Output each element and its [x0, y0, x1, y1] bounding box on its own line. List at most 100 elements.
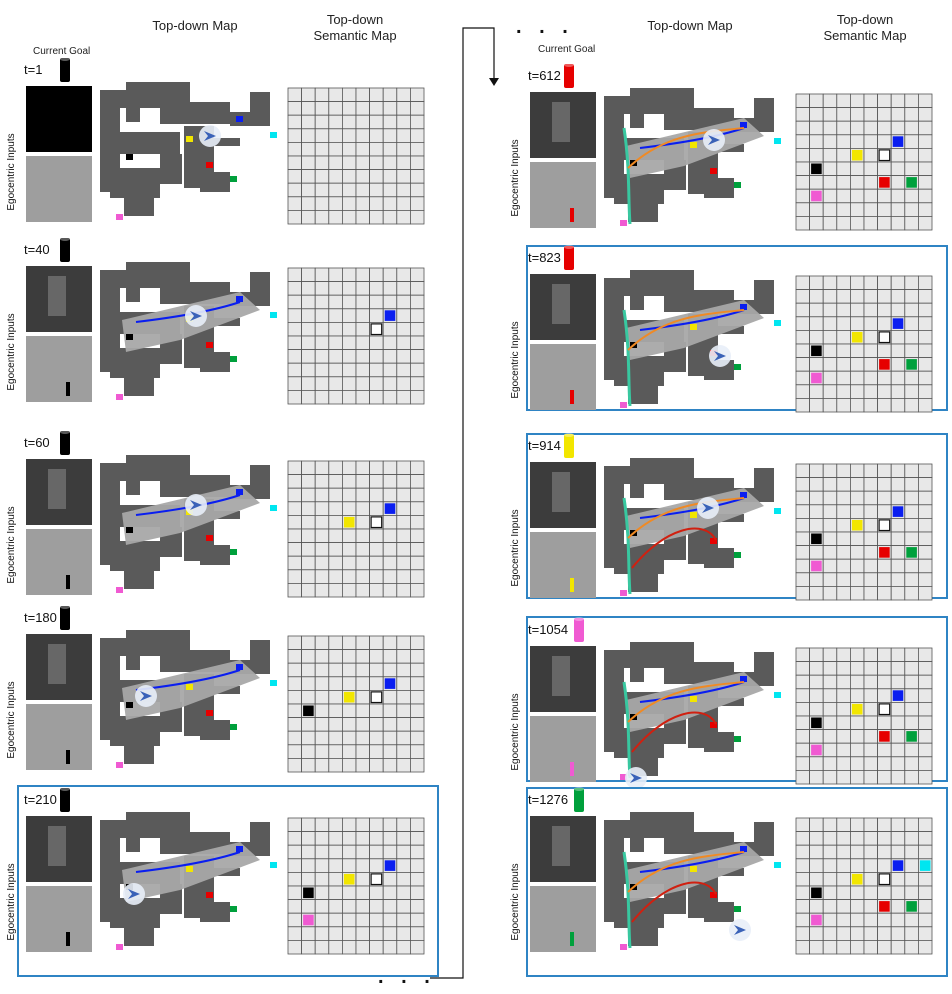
grid-cell: [382, 87, 398, 103]
map-wall-5: [120, 132, 180, 154]
map-wall-8: [754, 822, 774, 844]
grid-cell: [836, 688, 851, 703]
grid-cell: [314, 583, 330, 598]
grid-cell: [822, 702, 838, 717]
grid-cell: [369, 349, 384, 364]
grid-cell: [890, 756, 906, 771]
grid-cell: [382, 872, 398, 887]
map-wall-2: [630, 270, 644, 310]
grid-cell: [301, 872, 316, 887]
grid-cell: [918, 572, 933, 587]
grid-cell: [409, 717, 425, 732]
grid-cell: [301, 758, 316, 773]
grid-cell: [809, 397, 824, 413]
map-wall-14: [124, 928, 154, 946]
grid-cell: [287, 349, 303, 364]
map-wall-3: [644, 458, 694, 470]
depth-image-feature: [552, 656, 570, 696]
map-wall-16: [644, 458, 654, 472]
grid-cell-blue: [384, 503, 396, 514]
depth-image-feature: [552, 826, 570, 866]
depth-image-feature: [48, 826, 66, 866]
grid-cell: [287, 858, 303, 873]
grid-cell-green: [906, 901, 917, 912]
grid-cell: [396, 376, 411, 391]
grid-cell: [355, 128, 371, 143]
grid-cell: [328, 267, 343, 283]
grid-cell: [795, 831, 811, 846]
grid-cell: [850, 831, 865, 846]
grid-cell: [409, 758, 425, 773]
grid-cell: [341, 555, 357, 571]
grid-cell: [809, 702, 824, 717]
grid-cell: [382, 730, 398, 746]
grid-cell: [382, 912, 398, 928]
grid-cell: [863, 357, 879, 372]
grid-cell: [328, 703, 343, 719]
grid-cell-blue: [384, 678, 396, 689]
grid-cell: [287, 128, 303, 143]
grid-cell: [355, 101, 371, 116]
grid-cell: [301, 528, 316, 544]
grid-cell-pink: [811, 914, 822, 926]
map-wall-13: [200, 352, 230, 372]
grid-cell: [863, 490, 879, 506]
grid-cell: [918, 715, 933, 731]
grid-cell: [809, 729, 824, 744]
map-wall-14: [124, 571, 154, 589]
map-trajectory-orange: [627, 851, 745, 893]
grid-cell: [328, 196, 343, 211]
grid-cell: [355, 155, 371, 171]
grid-cell: [382, 294, 398, 310]
grid-cell: [836, 161, 851, 177]
grid-cell: [877, 397, 892, 413]
grid-cell: [795, 531, 811, 547]
grid-cell: [890, 463, 906, 479]
grid-cell: [409, 528, 425, 544]
grid-cell: [850, 161, 865, 177]
grid-cell: [877, 688, 892, 703]
egocentric-inputs-label: Egocentric Inputs: [6, 133, 17, 210]
grid-cell: [355, 899, 371, 914]
grid-cell: [341, 662, 357, 678]
grid-cell: [396, 281, 411, 296]
semantic-input-object: [66, 575, 70, 589]
map-object-cyan: [774, 138, 781, 144]
grid-cell: [382, 209, 398, 225]
map-wall-4: [160, 467, 190, 497]
grid-cell: [369, 335, 384, 351]
map-wall-16: [140, 262, 150, 276]
grid-cell: [890, 107, 906, 122]
grid-cell: [355, 376, 371, 391]
grid-cell: [355, 141, 371, 157]
grid-cell: [341, 940, 357, 955]
grid-cell: [314, 335, 330, 351]
grid-cell: [890, 490, 906, 506]
grid-cell-pink: [811, 744, 822, 756]
grid-cell: [396, 114, 411, 130]
grid-cell: [904, 770, 919, 785]
map-object-cyan: [270, 680, 277, 686]
grid-cell: [822, 940, 838, 955]
map-wall-4: [160, 642, 190, 672]
grid-cell: [369, 703, 384, 719]
grid-cell: [890, 770, 906, 785]
grid-cell: [382, 141, 398, 157]
map-trajectory-green: [622, 309, 632, 407]
grid-cell: [795, 343, 811, 359]
grid-cell-black: [811, 163, 822, 175]
grid-cell: [863, 147, 879, 163]
grid-cell: [877, 756, 892, 771]
grid-cell: [918, 770, 933, 785]
grid-cell: [795, 756, 811, 771]
grid-cell: [328, 583, 343, 598]
grid-cell: [850, 817, 865, 833]
grid-cell: [918, 940, 933, 955]
map-wall-4: [160, 274, 190, 304]
grid-cell: [369, 528, 384, 544]
grid-cell: [369, 362, 384, 378]
grid-cell: [301, 141, 316, 157]
grid-cell: [341, 844, 357, 860]
grid-cell: [850, 93, 865, 109]
